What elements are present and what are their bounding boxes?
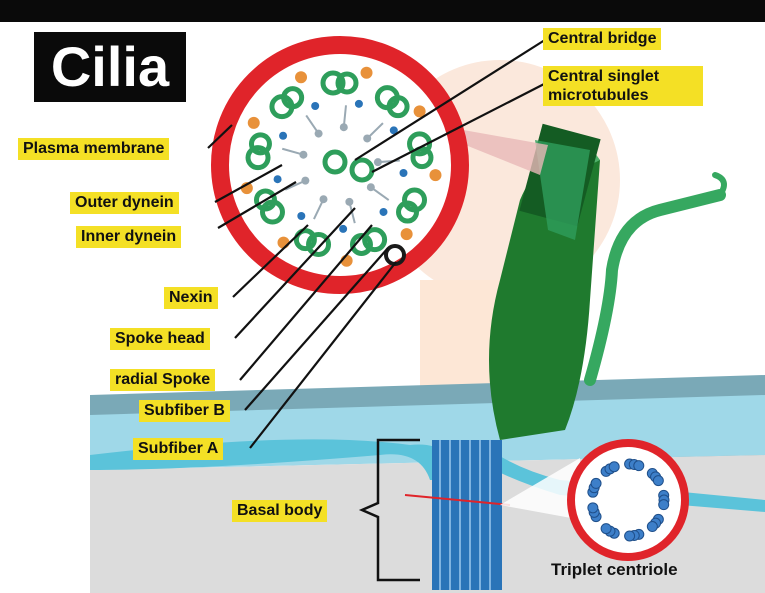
inner-dynein-arm	[279, 132, 287, 140]
outer-dynein-arm	[361, 67, 373, 79]
label-outer-dynein: Outer dynein	[70, 192, 179, 214]
spoke-head	[299, 151, 307, 159]
triplet-microtubule	[609, 462, 619, 472]
label-central-singlet-line2: microtubules	[548, 87, 648, 104]
triplet-microtubule	[601, 524, 611, 534]
label-inner-dynein: Inner dynein	[76, 226, 181, 248]
label-radial-spoke: radial Spoke	[110, 369, 215, 391]
top-bar	[0, 0, 765, 22]
spoke-head	[315, 130, 323, 138]
inner-dynein-arm	[399, 169, 407, 177]
diagram-title: Cilia	[34, 32, 186, 102]
spoke-head	[345, 198, 353, 206]
label-nexin: Nexin	[164, 287, 218, 309]
basal-body	[432, 440, 502, 590]
label-triplet-centriole: Triplet centriole	[551, 560, 678, 580]
triplet-microtubule	[659, 500, 669, 510]
label-subfiber-a: Subfiber A	[133, 438, 223, 460]
label-central-singlet-line1: Central singlet	[548, 68, 659, 85]
triplet-microtubule	[591, 478, 601, 488]
outer-dynein-arm	[429, 169, 441, 181]
inner-dynein-arm	[297, 212, 305, 220]
outer-dynein-arm	[295, 71, 307, 83]
spoke-head	[320, 195, 328, 203]
outer-dynein-arm	[248, 117, 260, 129]
label-plasma-membrane: Plasma membrane	[18, 138, 169, 160]
label-basal-body: Basal body	[232, 500, 327, 522]
label-central-bridge: Central bridge	[543, 28, 661, 50]
triplet-microtubule	[625, 531, 635, 541]
label-subfiber-b: Subfiber B	[139, 400, 230, 422]
inner-dynein-arm	[274, 175, 282, 183]
label-spoke-head: Spoke head	[110, 328, 210, 350]
spoke-head	[301, 177, 309, 185]
outer-dynein-arm	[278, 237, 290, 249]
triplet-microtubule	[647, 522, 657, 532]
spoke-head	[367, 183, 375, 191]
spoke-head	[340, 123, 348, 131]
label-central-singlet: Central singlet microtubules	[543, 66, 703, 106]
spoke-head	[374, 158, 382, 166]
outer-dynein-arm	[401, 228, 413, 240]
inner-dynein-arm	[355, 100, 363, 108]
triplet-microtubule	[588, 503, 598, 513]
triplet-microtubule	[653, 476, 663, 486]
triplet-microtubule	[634, 461, 644, 471]
inner-dynein-arm	[339, 225, 347, 233]
inner-dynein-arm	[311, 102, 319, 110]
spoke-head	[363, 134, 371, 142]
inner-dynein-arm	[379, 208, 387, 216]
